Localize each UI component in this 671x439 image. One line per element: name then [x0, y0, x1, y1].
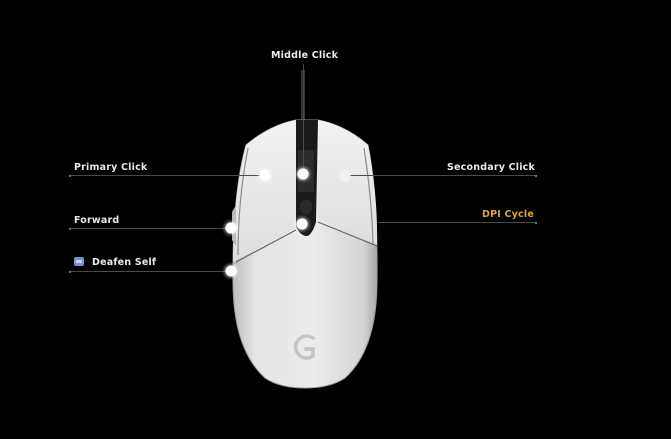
deafen-self-label: Deafen Self	[74, 257, 156, 269]
deafen-self-text: Deafen Self	[92, 257, 157, 268]
deafen-self-leader-line	[69, 271, 231, 273]
primary-click-hotspot[interactable]	[259, 169, 271, 181]
forward-leader-line	[69, 228, 231, 230]
secondary-click-hotspot[interactable]	[339, 170, 351, 182]
dpi-cycle-leader-line	[378, 222, 537, 224]
middle-click-label: Middle Click	[271, 50, 339, 61]
dpi-cycle-label: DPI Cycle	[482, 209, 534, 220]
primary-click-label: Primary Click	[74, 162, 148, 173]
middle-click-leader-line	[303, 64, 304, 174]
dpi-cycle-hotspot[interactable]	[296, 218, 308, 230]
g-logo-icon	[293, 334, 316, 360]
primary-click-leader-line	[69, 175, 265, 177]
secondary-click-label: Secondary Click	[447, 162, 536, 173]
headset-icon	[74, 257, 84, 266]
secondary-click-leader-line	[345, 175, 537, 177]
middle-click-hotspot[interactable]	[297, 168, 309, 180]
forward-label: Forward	[74, 215, 120, 226]
deafen-self-hotspot[interactable]	[225, 265, 237, 277]
forward-hotspot[interactable]	[225, 222, 237, 234]
